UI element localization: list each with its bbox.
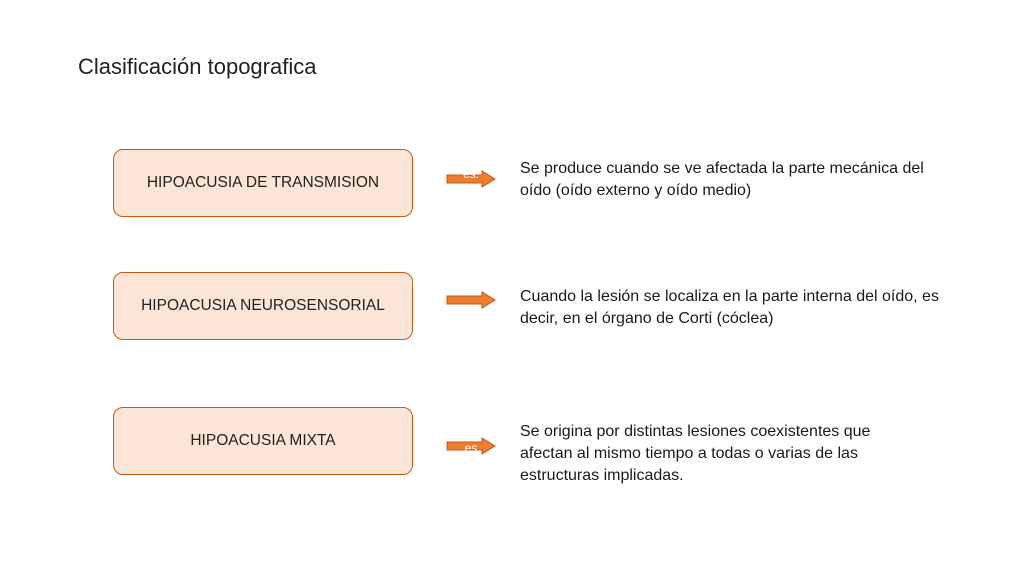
right-arrow-icon: es: [446, 167, 496, 188]
box-hipoacusia-neurosensorial: HIPOACUSIA NEUROSENSORIAL [113, 272, 413, 340]
box-label: HIPOACUSIA NEUROSENSORIAL [141, 297, 385, 314]
box-hipoacusia-transmision: HIPOACUSIA DE TRANSMISION [113, 149, 413, 217]
description-mixta: Se origina por distintas lesiones coexis… [520, 423, 871, 484]
slide-title: Clasificación topografica [78, 54, 317, 79]
description-transmision: Se produce cuando se ve afectada la part… [520, 160, 924, 199]
right-arrow-icon: es [446, 437, 496, 455]
box-hipoacusia-mixta: HIPOACUSIA MIXTA [113, 407, 413, 475]
box-label: HIPOACUSIA DE TRANSMISION [146, 174, 380, 191]
description-neurosensorial: Cuando la lesión se localiza en la parte… [520, 288, 939, 327]
box-label: HIPOACUSIA MIXTA [190, 432, 336, 449]
right-arrow-icon [446, 291, 496, 309]
